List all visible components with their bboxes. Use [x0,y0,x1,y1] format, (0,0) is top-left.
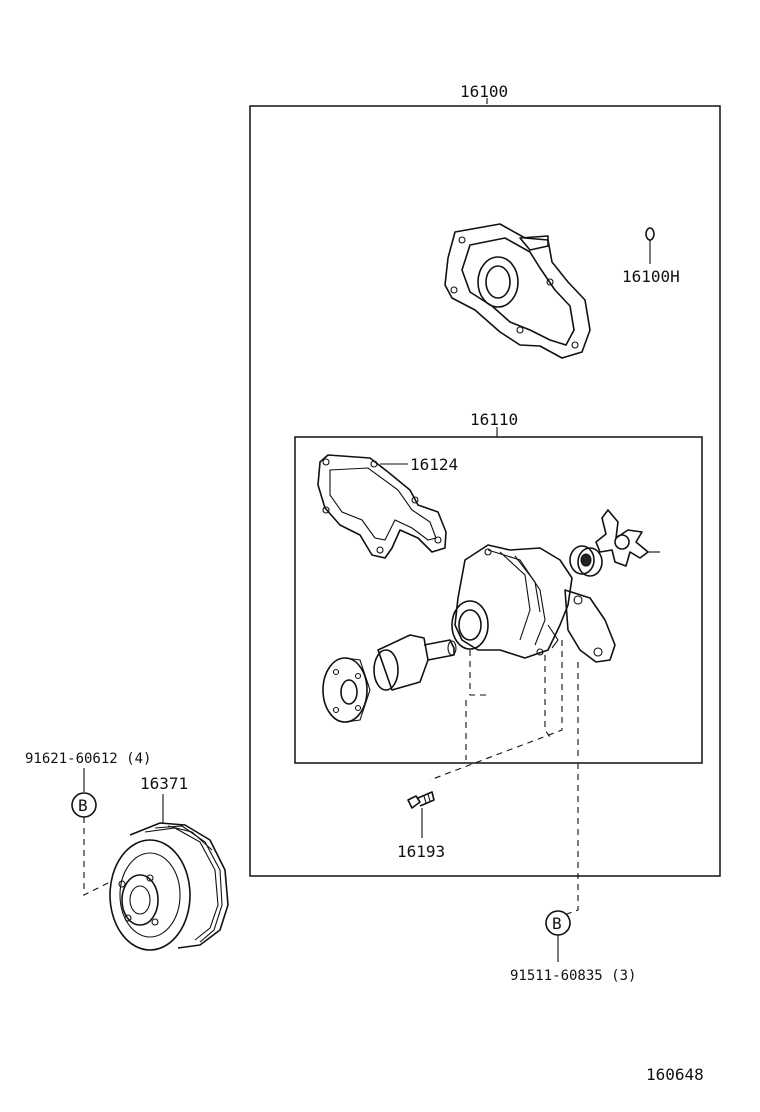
ref-b-left: B [78,796,88,815]
bearing-shaft [373,634,457,691]
pump-gasket-16124 [317,454,447,559]
o-ring-16100H [645,227,655,241]
label-16110: 16110 [470,410,518,429]
assembly-frame-16100 [249,105,721,877]
label-16100H: 16100H [622,267,680,286]
water-pump-body [451,544,616,663]
label-91621-60612: 91621-60612 (4) [25,751,151,767]
label-16371: 16371 [140,774,188,793]
mechanical-seal [569,545,603,577]
stud-bolt-16193 [407,791,435,809]
bolt-line-left [83,817,111,896]
pulley-flange-hub [322,657,371,723]
label-16124: 16124 [410,455,458,474]
ref-b-right: B [552,914,562,933]
bolt-hidden-lines [429,640,579,916]
water-inlet-housing [444,223,591,359]
diagram-number: 160648 [646,1065,704,1084]
water-pump-pulley-16371 [109,822,229,951]
impeller [595,509,660,567]
sub-assembly-frame-16110 [294,436,703,764]
label-91511-60835: 91511-60835 (3) [510,968,636,984]
label-16193: 16193 [397,842,445,861]
label-16100: 16100 [460,82,508,101]
